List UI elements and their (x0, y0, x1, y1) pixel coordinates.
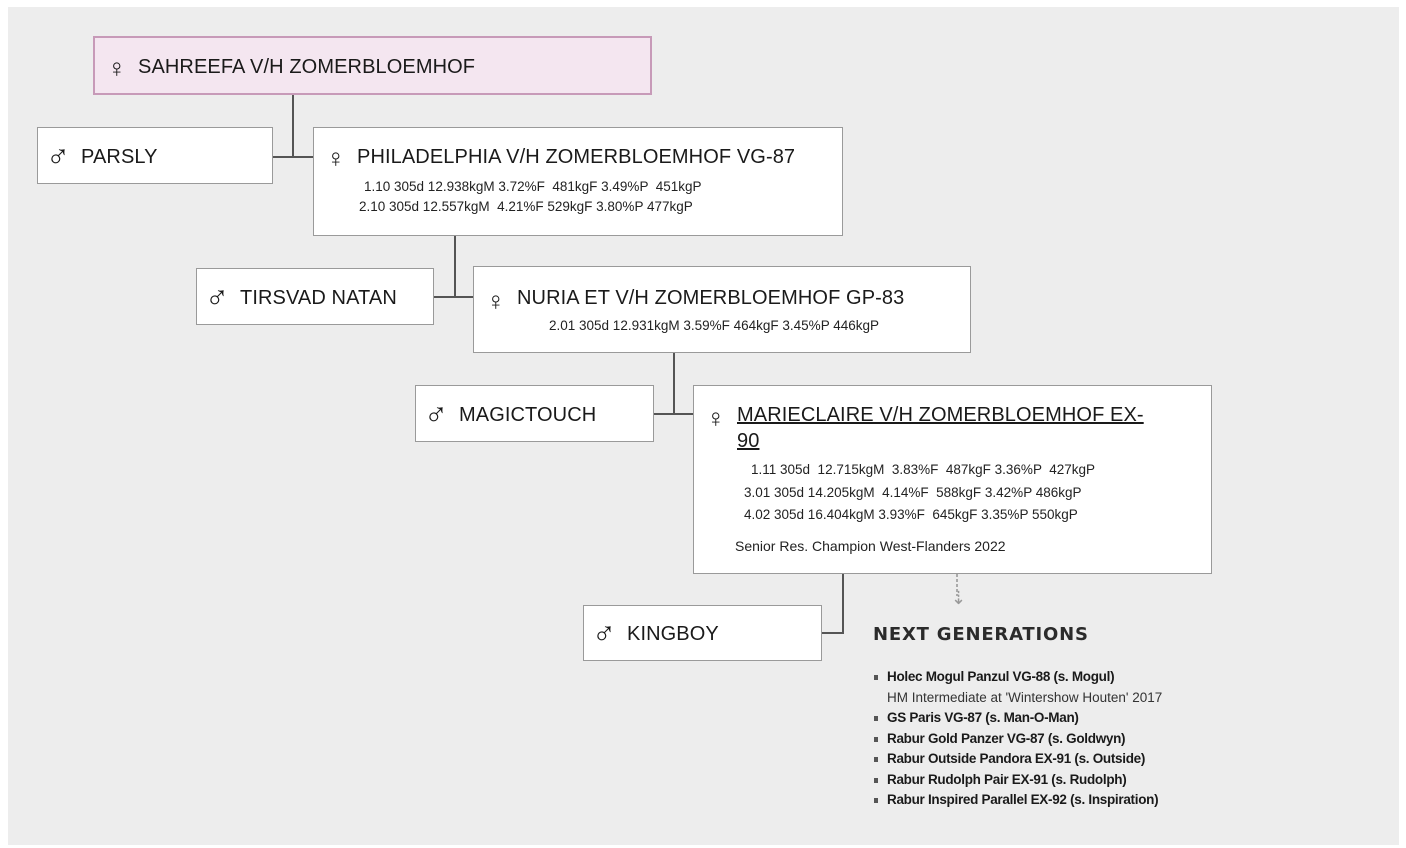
dam-name-link[interactable]: MARIECLAIRE V/H ZOMERBLOEMHOF EX- (737, 404, 1144, 426)
female-icon: ♀ (486, 286, 506, 316)
male-icon: ♂ (46, 137, 70, 173)
list-item: Holec Mogul Panzul VG-88 (s. Mogul) HM I… (873, 667, 1162, 708)
offspring-name: Rabur Rudolph Pair EX-91 (s. Rudolph) (887, 771, 1127, 787)
connector-nuria-down (673, 352, 675, 415)
sire-box-kingboy[interactable]: ♂ KINGBOY (583, 605, 822, 661)
sire-name: PARSLY (81, 146, 158, 168)
next-generations-list: Holec Mogul Panzul VG-88 (s. Mogul) HM I… (873, 667, 1162, 811)
award-text: Senior Res. Champion West-Flanders 2022 (735, 538, 1006, 554)
sire-name: MAGICTOUCH (459, 404, 597, 426)
list-item: GS Paris VG-87 (s. Man-O-Man) (873, 708, 1162, 729)
connector-parsly (272, 156, 314, 158)
offspring-name: Rabur Outside Pandora EX-91 (s. Outside) (887, 751, 1146, 766)
lactation-record: 4.02 305d 16.404kgM 3.93%F 645kgF 3.35%P… (744, 507, 1078, 522)
lactation-record: 2.01 305d 12.931kgM 3.59%F 464kgF 3.45%P… (549, 318, 879, 333)
male-icon: ♂ (424, 395, 448, 431)
root-animal-box[interactable]: ♀ SAHREEFA V/H ZOMERBLOEMHOF (93, 36, 652, 95)
dam-name: NURIA ET V/H ZOMERBLOEMHOF GP-83 (517, 287, 905, 309)
offspring-name: Rabur Gold Panzer VG-87 (s. Goldwyn) (887, 730, 1126, 746)
bullet-icon (874, 777, 878, 783)
offspring-detail: HM Intermediate at 'Wintershow Houten' 2… (887, 689, 1163, 705)
sire-box-parsly[interactable]: ♂ PARSLY (37, 127, 273, 184)
sire-name: KINGBOY (627, 623, 719, 645)
sire-box-tirsvad-natan[interactable]: ♂ TIRSVAD NATAN (196, 268, 434, 325)
bullet-icon (874, 757, 878, 762)
lactation-record: 2.10 305d 12.557kgM 4.21%F 529kgF 3.80%P… (359, 199, 693, 214)
dam-name-link[interactable]: 90 (737, 430, 760, 452)
list-item: Rabur Outside Pandora EX-91 (s. Outside) (873, 749, 1162, 770)
connector-tirsvad (433, 296, 474, 298)
offspring-name: Rabur Inspired Parallel EX-92 (s. Inspir… (887, 792, 1159, 807)
sire-name: TIRSVAD NATAN (240, 287, 397, 309)
dam-box-marieclaire[interactable]: ♀ MARIECLAIRE V/H ZOMERBLOEMHOF EX- 90 1… (693, 385, 1212, 574)
list-item: Rabur Gold Panzer VG-87 (s. Goldwyn) (873, 729, 1162, 750)
root-animal-name: SAHREEFA V/H ZOMERBLOEMHOF (138, 56, 476, 78)
male-icon: ♂ (205, 278, 229, 314)
lactation-record: 1.11 305d 12.715kgM 3.83%F 487kgF 3.36%P… (751, 462, 1095, 477)
bullet-icon (874, 798, 878, 803)
list-item: Rabur Inspired Parallel EX-92 (s. Inspir… (873, 790, 1162, 811)
dam-box-philadelphia[interactable]: ♀ PHILADELPHIA V/H ZOMERBLOEMHOF VG-87 1… (313, 127, 843, 236)
connector-marieclaire-down (842, 573, 844, 634)
next-generations-title: NEXT GENERATIONS (873, 624, 1089, 645)
connector-magictouch (653, 413, 694, 415)
connector-philadelphia-down (454, 235, 456, 298)
next-generations-dashed-line (956, 574, 958, 596)
dam-box-nuria[interactable]: ♀ NURIA ET V/H ZOMERBLOEMHOF GP-83 2.01 … (473, 266, 971, 353)
offspring-name: GS Paris VG-87 (s. Man-O-Man) (887, 710, 1079, 725)
bullet-icon (874, 675, 878, 680)
list-item: Rabur Rudolph Pair EX-91 (s. Rudolph) (873, 770, 1162, 791)
offspring-name: Holec Mogul Panzul VG-88 (s. Mogul) (887, 669, 1115, 684)
lactation-record: 3.01 305d 14.205kgM 4.14%F 588kgF 3.42%P… (744, 485, 1082, 500)
lactation-record: 1.10 305d 12.938kgM 3.72%F 481kgF 3.49%P… (364, 179, 702, 194)
male-icon: ♂ (592, 614, 616, 650)
female-icon: ♀ (107, 53, 127, 83)
bullet-icon (874, 736, 878, 742)
bullet-icon (874, 716, 878, 721)
down-arrow-icon: ⇣ (951, 588, 967, 608)
connector-root-down (292, 94, 294, 158)
female-icon: ♀ (326, 143, 346, 173)
dam-name: PHILADELPHIA V/H ZOMERBLOEMHOF VG-87 (357, 146, 796, 168)
female-icon: ♀ (706, 403, 726, 433)
connector-kingboy (821, 632, 844, 634)
sire-box-magictouch[interactable]: ♂ MAGICTOUCH (415, 385, 654, 442)
